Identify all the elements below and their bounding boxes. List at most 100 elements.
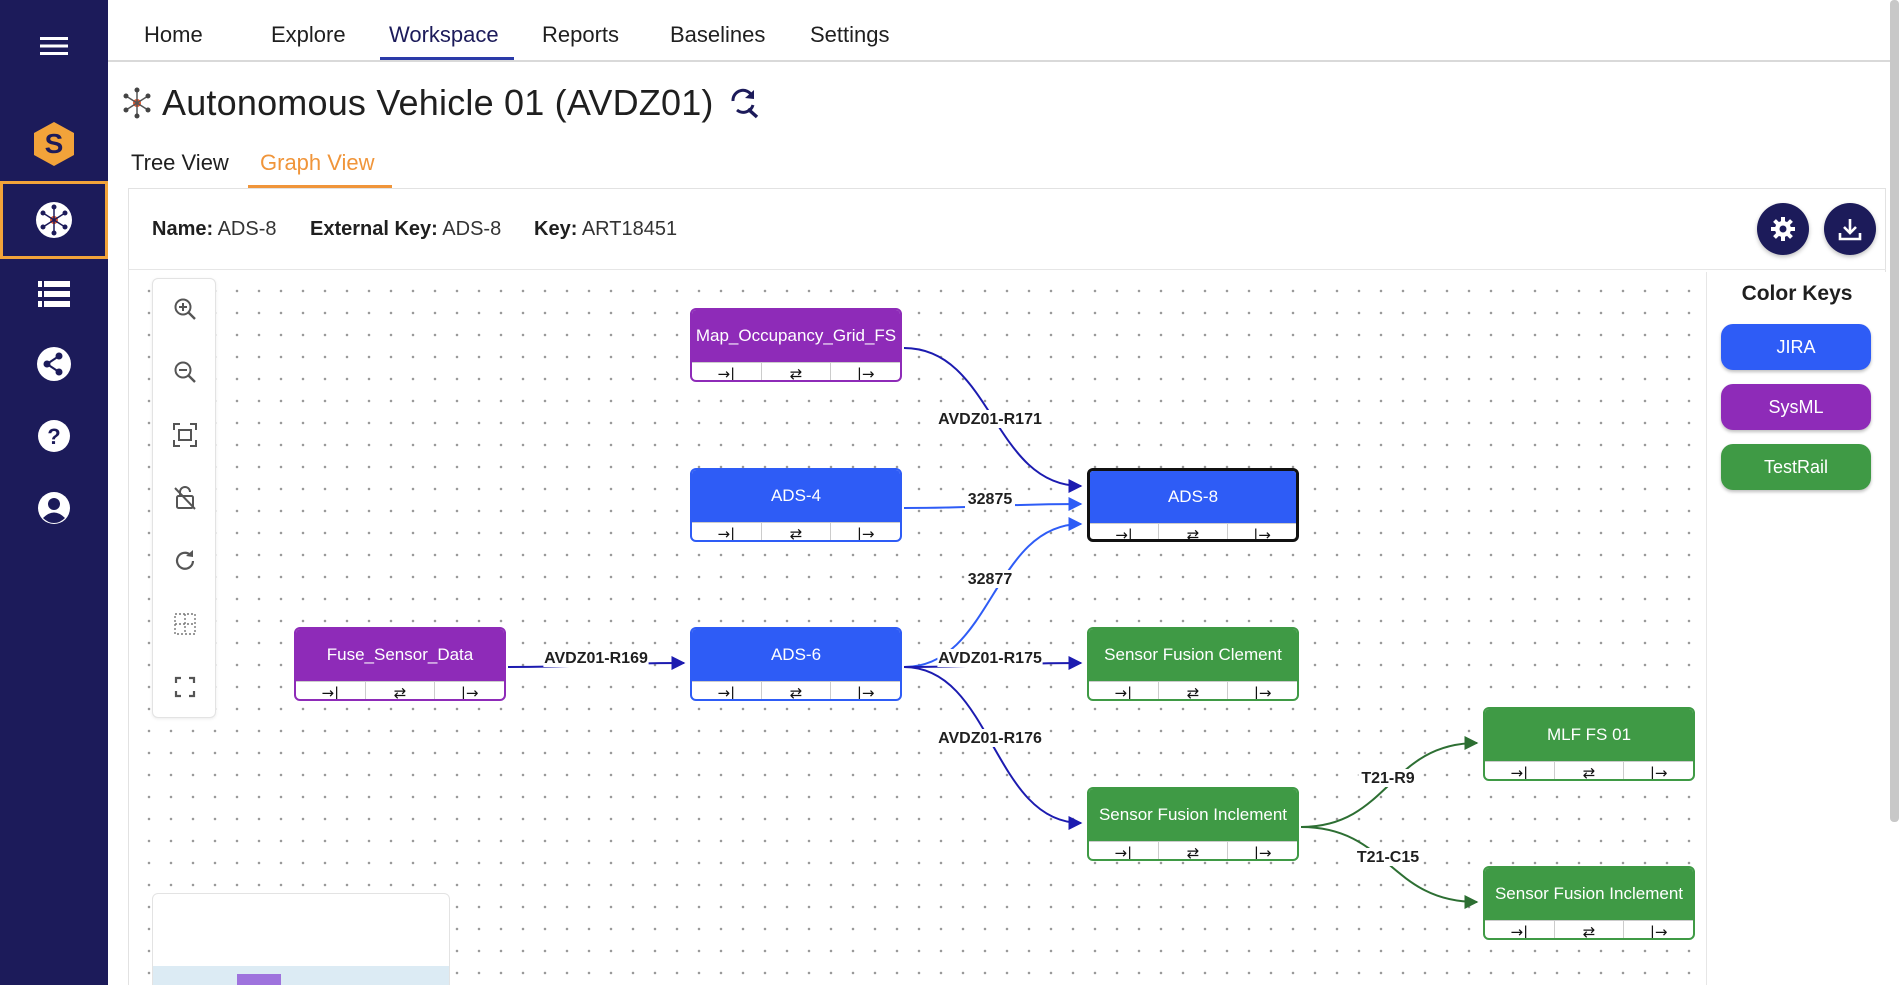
sidebar: S ? <box>0 0 108 985</box>
node-actions: →|⇄ |→ <box>1090 523 1296 542</box>
expand-downstream-icon[interactable]: |→ <box>856 364 875 382</box>
expand-upstream-icon[interactable]: →| <box>1089 842 1159 859</box>
page-scrollbar[interactable] <box>1890 0 1899 822</box>
graph-workspace-icon <box>123 87 151 119</box>
expand-both-icon[interactable]: ⇄ <box>762 363 832 380</box>
expand-both-icon[interactable]: ⇄ <box>366 682 436 699</box>
refresh-layout-button[interactable] <box>165 541 205 581</box>
info-name: Name: ADS-8 <box>152 218 277 241</box>
expand-upstream-icon[interactable]: →| <box>1089 682 1159 699</box>
expand-both-icon[interactable]: ⇄ <box>1555 921 1625 938</box>
expand-both-icon[interactable]: ⇄ <box>1555 762 1625 779</box>
expand-both-icon[interactable]: ⇄ <box>762 682 832 699</box>
graph-workspace-icon <box>36 202 72 238</box>
expand-downstream-icon[interactable]: |→ <box>1253 525 1271 542</box>
nav-baselines[interactable]: Baselines <box>670 22 766 47</box>
graph-toolbar <box>152 278 216 718</box>
expand-downstream-icon[interactable]: |→ <box>1649 763 1668 781</box>
expand-upstream-icon[interactable]: →| <box>1090 524 1159 539</box>
expand-both-icon[interactable]: ⇄ <box>762 523 832 540</box>
graph-node-sfi2[interactable]: Sensor Fusion Inclement→|⇄|→ <box>1483 866 1695 940</box>
menu-icon <box>40 37 68 55</box>
expand-upstream-icon[interactable]: →| <box>692 682 762 699</box>
expand-downstream-icon[interactable]: |→ <box>1649 922 1668 940</box>
unlock-icon <box>174 486 196 510</box>
graph-node-fuse[interactable]: Fuse_Sensor_Data→|⇄ |→ <box>294 627 506 701</box>
fullscreen-button[interactable] <box>165 667 205 707</box>
expand-upstream-icon[interactable]: →| <box>692 363 762 380</box>
svg-text:S: S <box>45 128 64 159</box>
graph-node-sfc[interactable]: Sensor Fusion Clement→|⇄|→ <box>1087 627 1299 701</box>
node-actions: →|⇄ |→ <box>1089 841 1297 861</box>
nav-workspace[interactable]: Workspace <box>389 22 499 47</box>
download-button[interactable] <box>1824 203 1876 255</box>
grid-toggle-button[interactable] <box>165 604 205 644</box>
graph-node-mlf[interactable]: MLF FS 01→|⇄|→ <box>1483 707 1695 781</box>
sidebar-item-help[interactable]: ? <box>0 400 108 472</box>
sidebar-item-share[interactable] <box>0 328 108 400</box>
expand-both-icon[interactable]: ⇄ <box>1159 842 1229 859</box>
color-key-jira[interactable]: JIRA <box>1721 324 1871 370</box>
expand-upstream-icon[interactable]: →| <box>1485 921 1555 938</box>
graph-node-map[interactable]: Map_Occupancy_Grid_FS→|⇄|→ <box>690 308 902 382</box>
grid-icon <box>174 613 196 635</box>
nav-explore[interactable]: Explore <box>271 22 346 47</box>
sidebar-item-graph-workspace[interactable] <box>0 181 108 259</box>
search-refresh-icon[interactable] <box>728 87 760 119</box>
menu-button[interactable] <box>0 10 108 82</box>
expand-upstream-icon[interactable]: →| <box>1485 762 1555 779</box>
graph-node-ads4[interactable]: ADS-4→|⇄|→ <box>690 468 902 542</box>
expand-upstream-icon[interactable]: →| <box>296 682 366 699</box>
info-external-key-value: ADS-8 <box>442 218 502 240</box>
graph-node-ads8[interactable]: ADS-8→|⇄ |→ <box>1087 468 1299 542</box>
tab-graph-view[interactable]: Graph View <box>260 150 375 175</box>
list-icon <box>38 281 70 307</box>
logo-icon: S <box>34 122 74 166</box>
info-key: Key: ART18451 <box>534 218 677 241</box>
nav-home[interactable]: Home <box>144 22 203 47</box>
color-keys-panel: Color Keys JIRA SysML TestRail <box>1706 272 1886 985</box>
node-label: Fuse_Sensor_Data <box>296 629 504 681</box>
node-actions: →|⇄ |→ <box>692 522 900 542</box>
graph-node-ads6[interactable]: ADS-6→|⇄|→ <box>690 627 902 701</box>
graph-minimap[interactable] <box>152 893 450 985</box>
minimap-viewport <box>153 966 449 985</box>
expand-downstream-icon[interactable]: |→ <box>460 683 479 701</box>
color-key-testrail[interactable]: TestRail <box>1721 444 1871 490</box>
info-name-label: Name: <box>152 218 214 240</box>
node-actions: →|⇄ |→ <box>1485 761 1693 781</box>
sidebar-item-list[interactable] <box>0 258 108 330</box>
page-title: Autonomous Vehicle 01 (AVDZ01) <box>162 82 714 123</box>
expand-both-icon[interactable]: ⇄ <box>1159 682 1229 699</box>
refresh-icon <box>175 550 195 570</box>
color-key-sysml[interactable]: SysML <box>1721 384 1871 430</box>
lock-button[interactable] <box>165 478 205 518</box>
graph-node-sfi1[interactable]: Sensor Fusion Inclement→|⇄|→ <box>1087 787 1299 861</box>
expand-both-icon[interactable]: ⇄ <box>1159 524 1228 539</box>
zoom-out-icon <box>174 361 196 383</box>
node-label: ADS-8 <box>1090 471 1296 523</box>
settings-button[interactable] <box>1757 203 1809 255</box>
expand-upstream-icon[interactable]: →| <box>692 523 762 540</box>
zoom-in-button[interactable] <box>165 289 205 329</box>
sidebar-item-user[interactable] <box>0 472 108 544</box>
tab-tree-view[interactable]: Tree View <box>131 150 229 175</box>
info-key-value: ART18451 <box>581 218 678 240</box>
expand-downstream-icon[interactable]: |→ <box>856 524 875 542</box>
nav-settings[interactable]: Settings <box>810 22 890 47</box>
info-key-label: Key: <box>534 218 578 240</box>
expand-downstream-icon[interactable]: |→ <box>1253 843 1272 861</box>
fullscreen-icon <box>174 676 196 698</box>
expand-downstream-icon[interactable]: |→ <box>1253 683 1272 701</box>
expand-downstream-icon[interactable]: |→ <box>856 683 875 701</box>
nav-reports[interactable]: Reports <box>542 22 620 47</box>
info-external-key: External Key: ADS-8 <box>310 218 501 241</box>
zoom-out-button[interactable] <box>165 352 205 392</box>
info-external-key-label: External Key: <box>310 218 438 240</box>
fit-view-button[interactable] <box>165 415 205 455</box>
color-keys-title: Color Keys <box>1741 282 1853 305</box>
page-header: Autonomous Vehicle 01 (AVDZ01) <box>120 78 760 128</box>
gear-icon <box>1771 217 1795 241</box>
node-actions: →|⇄ |→ <box>1089 681 1297 701</box>
app-logo[interactable]: S <box>0 108 108 180</box>
